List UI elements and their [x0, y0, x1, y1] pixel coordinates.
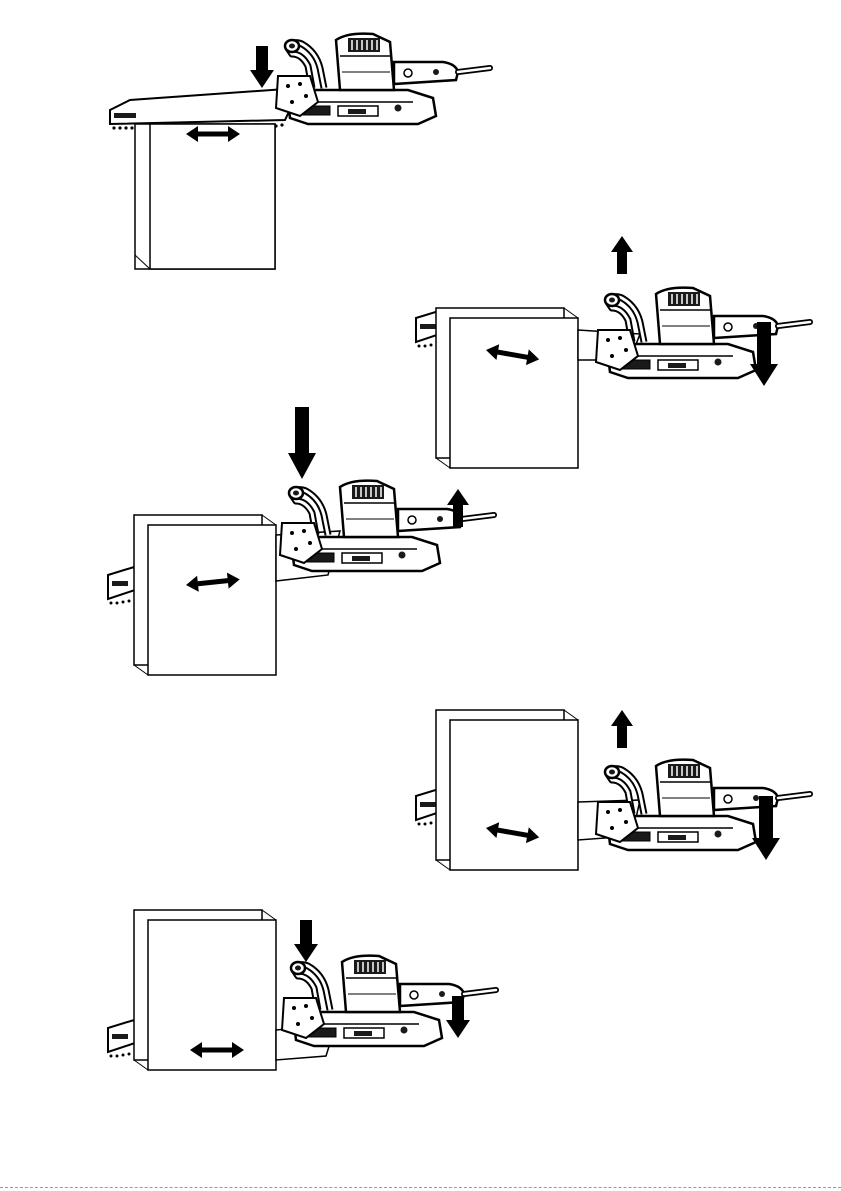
arrow-down-icon — [250, 46, 274, 88]
foam-block — [135, 124, 275, 269]
step-1 — [100, 30, 460, 280]
step-5-illustration — [100, 900, 480, 1080]
foam-block — [134, 515, 276, 675]
foam-block — [134, 910, 276, 1070]
step-1-illustration — [100, 30, 460, 280]
step-3 — [100, 405, 480, 685]
arrow-up-icon — [611, 710, 633, 748]
hand-saw-tool-icon — [596, 288, 810, 378]
step-4-illustration — [410, 700, 790, 880]
foam-block — [436, 710, 578, 870]
arrow-down-icon — [288, 407, 316, 479]
arrow-down-icon — [294, 920, 318, 962]
arrow-up-icon — [611, 236, 633, 274]
hand-saw-tool-icon — [276, 34, 490, 124]
step-5 — [100, 900, 480, 1080]
page-bottom-edge — [0, 1187, 841, 1188]
hand-saw-tool-icon — [596, 760, 810, 850]
step-3-illustration — [100, 405, 480, 685]
step-4 — [410, 700, 790, 880]
